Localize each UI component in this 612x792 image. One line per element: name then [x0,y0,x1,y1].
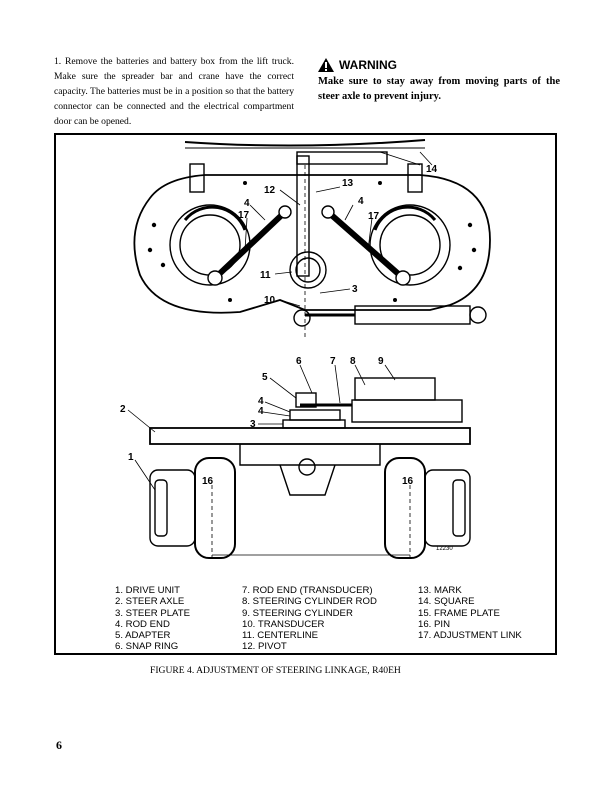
legend-item: 13. MARK [418,585,462,596]
right-bracket [407,163,423,193]
figure-frame [54,133,557,655]
steering-cylinder [351,399,463,423]
rod-end-top [293,309,311,327]
warning-triangle-icon [318,58,334,72]
right-drive-unit [424,469,471,547]
callout-4-right: 4 [358,196,364,207]
legend-item: 17. ADJUSTMENT LINK [418,630,522,642]
figure-id-number: 12230 [436,546,453,552]
square-vertical [296,155,310,277]
drive-unit [149,469,196,547]
legend-item: 4. ROD END [115,618,170,630]
legend-item: 11. CENTERLINE [242,630,319,642]
page-number: 6 [56,738,62,752]
legend-column-1: 1. DRIVE UNIT 2. STEER AXLE 3. STEER PLA… [115,585,190,653]
callout-15: 14 [426,164,438,175]
legend-item: 9. STEERING CYLINDER [242,607,353,619]
steer-axle-side [149,427,471,445]
left-adjustment-link [212,209,288,281]
legend-item: 1. DRIVE UNIT [115,585,181,596]
callout-2: 2 [120,404,126,415]
callout-7: 6 [296,356,302,367]
figure-caption: FIGURE 4. ADJUSTMENT OF STEERING LINKAGE… [150,665,401,676]
frame-plate-edge [184,139,426,147]
callout-3: 3 [250,419,256,430]
callout-13: 12 [264,185,276,196]
callout-1: 1 [128,452,134,463]
callout-17-right: 17 [368,211,380,222]
callout-10: 9 [378,356,384,367]
step-1-text: 1. Remove the batteries and battery box … [54,56,294,127]
legend-item: 5. ADAPTER [115,630,171,642]
left-bracket [189,163,205,193]
legend-item: 2. STEER AXLE [115,596,185,608]
callout-9: 8 [350,356,356,367]
adapter [289,409,341,421]
legend-item: 7. ROD END (TRANSDUCER) [242,585,373,596]
square-horizontal [296,151,388,165]
legend-item: 6. SNAP RING [115,641,179,653]
left-wheel [194,457,236,559]
callout-8: 7 [330,356,336,367]
warning-title: WARNING [339,58,397,72]
steer-axle-top-view [133,174,491,314]
steer-plate [282,419,346,429]
callout-16-left: 16 [202,476,214,487]
legend-item: 16. PIN [418,618,450,630]
legend-item: 12. PIVOT [242,641,287,653]
legend-item: 14. SQUARE [418,596,475,608]
axle-center-block [279,464,336,496]
steering-cylinder-top [354,305,471,325]
pivot [289,251,327,289]
callout-17-left: 17 [238,210,250,221]
warning-body: Make sure to stay away from moving parts… [318,76,560,102]
right-adjustment-link [326,209,405,281]
callout-16-right: 16 [402,476,414,487]
callout-6: 5 [262,372,268,383]
rod-end-transducer [295,392,317,408]
legend-column-3: 13. MARK 14. SQUARE 15. FRAME PLATE 16. … [418,585,522,641]
callout-3-top: 3 [352,284,358,295]
legend-column-2: 7. ROD END (TRANSDUCER) 8. STEERING CYLI… [242,585,377,653]
legend-item: 15. FRAME PLATE [418,607,500,619]
callout-14: 13 [342,178,354,189]
warning-heading: WARNING [318,58,397,72]
callout-12: 11 [260,270,271,281]
callout-4-left: 4 [244,198,250,209]
callout-5: 4 [258,396,264,407]
legend-item: 3. STEER PLATE [115,607,190,619]
transducer [354,377,436,401]
callout-11: 10 [264,295,276,306]
callout-4-side: 4 [258,406,264,417]
legend-item: 8. STEERING CYLINDER ROD [242,596,377,608]
legend-item: 10. TRANSDUCER [242,618,325,630]
right-wheel [384,457,426,559]
